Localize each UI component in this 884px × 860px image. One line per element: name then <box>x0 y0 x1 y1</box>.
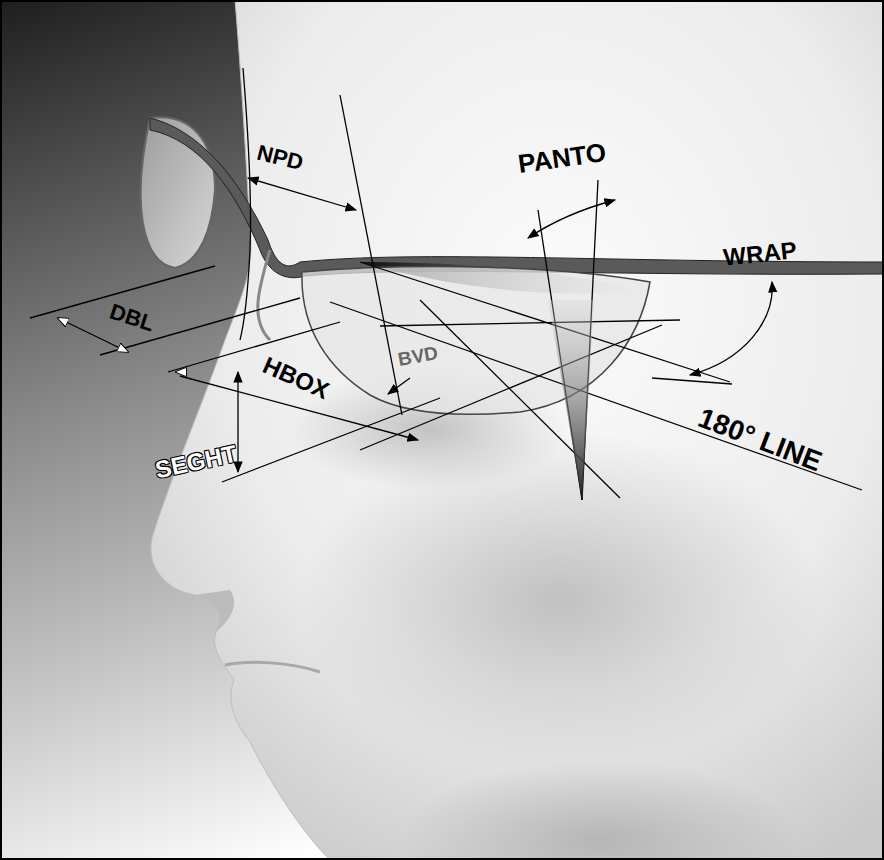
measurement-label: HBOX <box>259 353 332 403</box>
measurement-label: SEGHT <box>153 442 239 483</box>
measurement-label: DBL <box>107 301 157 336</box>
measurement-label: 180° LINE <box>695 404 826 477</box>
measurement-label: BVD <box>397 343 440 369</box>
measurement-label: NPD <box>255 142 305 175</box>
measurement-label: PANTO <box>516 139 607 177</box>
measurement-label: WRAP <box>722 238 797 270</box>
